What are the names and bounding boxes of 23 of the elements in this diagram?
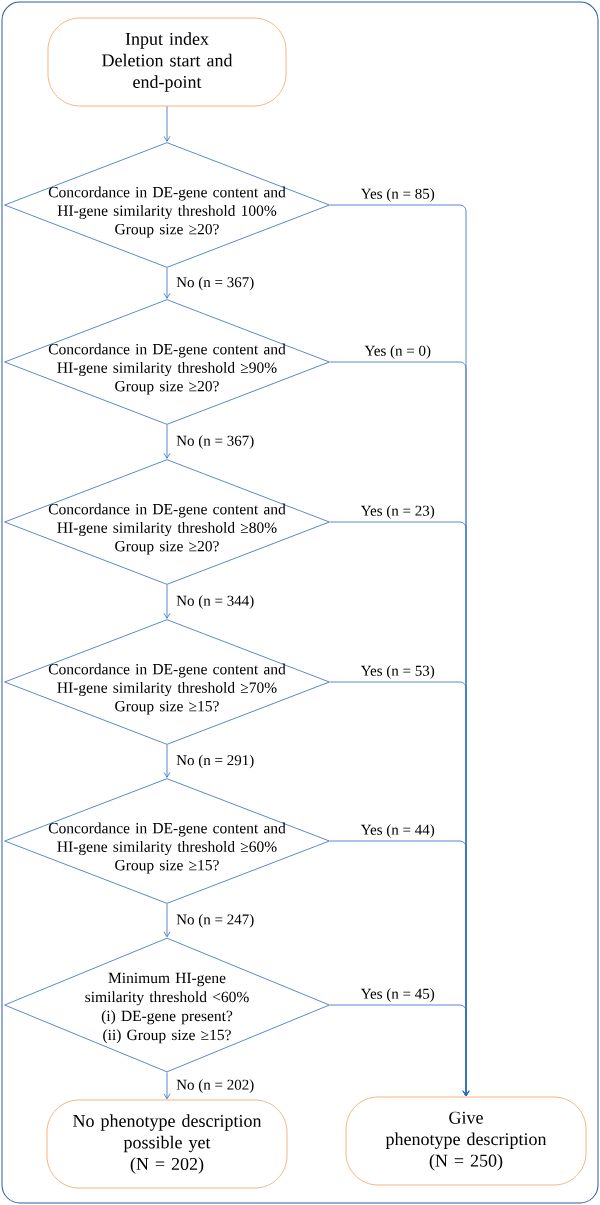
arrow <box>163 424 171 459</box>
arrow <box>163 267 171 299</box>
terminal-box: Give phenotype description (N = 250) <box>345 1096 587 1186</box>
terminal-box: Input index Deletion start and end-point <box>47 17 287 107</box>
edge-label: No (n = 367) <box>176 276 254 291</box>
terminal-box: No phenotype description possible yet (N = 202) <box>46 1099 288 1189</box>
edge-label: No (n = 202) <box>176 1079 254 1093</box>
arrow <box>329 1004 470 1097</box>
edge-label: Yes (n = 85) <box>360 188 435 202</box>
edge-label: No (n = 344) <box>176 595 254 609</box>
edge-label: Yes (n = 44) <box>360 824 435 838</box>
arrow <box>163 1072 171 1100</box>
edge-label: Yes (n = 45) <box>360 988 435 1002</box>
edge-label: No (n = 291) <box>176 754 254 769</box>
arrow <box>163 584 171 619</box>
edge-label: No (n = 247) <box>176 913 254 928</box>
arrow <box>163 106 171 142</box>
arrow <box>163 744 171 778</box>
edge-label: Yes (n = 23) <box>360 505 435 519</box>
edge-label: Yes (n = 0) <box>364 345 431 359</box>
edge-label: Yes (n = 53) <box>360 665 435 679</box>
arrow <box>163 903 171 938</box>
edge-label: No (n = 367) <box>176 435 254 449</box>
